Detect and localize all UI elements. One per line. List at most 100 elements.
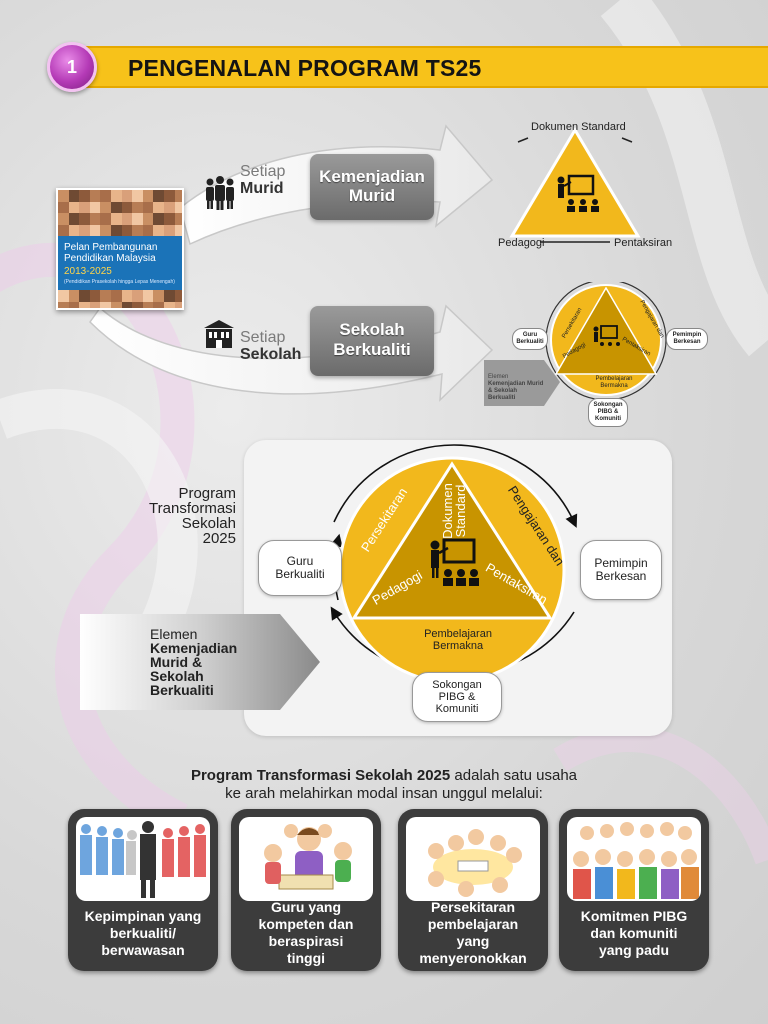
student-photo <box>79 224 90 236</box>
student-photo <box>121 290 133 302</box>
student-photo <box>58 201 69 213</box>
intro-paragraph: Program Transformasi Sekolah 2025 adalah… <box>190 767 578 802</box>
community-crowd-illustration <box>567 817 701 901</box>
student-photo <box>58 290 69 302</box>
student-photo <box>100 213 111 225</box>
student-photo <box>142 290 154 302</box>
header-bar: PENGENALAN PROGRAM TS25 <box>80 46 768 88</box>
section-number-badge: 1 <box>47 42 97 92</box>
small-triangle-diagram <box>509 127 641 243</box>
student-photo <box>163 224 175 236</box>
student-photo <box>79 213 90 225</box>
student-photo <box>163 201 175 213</box>
student-photo <box>89 201 101 213</box>
teacher-reading-illustration <box>239 817 373 901</box>
book-years: 2013-2025 <box>64 266 112 277</box>
student-photo <box>174 190 182 202</box>
lower-arrow <box>89 304 494 402</box>
student-photo <box>163 301 175 308</box>
students-group-icon <box>206 176 234 210</box>
dokumen-standard-label: Dokumen Standard <box>439 483 468 539</box>
student-photo <box>132 301 143 308</box>
student-photo <box>163 213 175 225</box>
student-photo <box>100 201 111 213</box>
student-photo <box>110 190 122 202</box>
student-photo <box>142 201 154 213</box>
student-photo <box>100 190 111 202</box>
student-photos-top <box>58 190 182 236</box>
small-tri-pentaksiran-label: Pentaksiran <box>614 237 673 249</box>
student-photo <box>121 190 133 202</box>
student-photo <box>174 290 182 302</box>
student-photo <box>58 224 69 236</box>
student-photo <box>100 290 111 302</box>
student-photo <box>132 213 143 225</box>
setiap-murid-label: Setiap Murid <box>240 163 286 197</box>
student-photo <box>153 190 164 202</box>
leaders-illustration <box>76 817 210 901</box>
page-title: PENGENALAN PROGRAM TS25 <box>128 55 482 81</box>
student-photo <box>142 190 154 202</box>
elemen-label: Elemen Kemenjadian Murid & Sekolah Berku… <box>150 626 238 698</box>
student-photo <box>68 190 80 202</box>
guru-berkualiti-bubble: Guru Berkualiti <box>258 540 342 596</box>
student-photo <box>153 301 164 308</box>
student-photo <box>58 301 69 308</box>
small-sokongan-bubble: Sokongan PIBG & Komuniti <box>588 398 628 427</box>
student-photo <box>68 290 80 302</box>
student-photo <box>89 301 101 308</box>
small-guru-bubble: Guru Berkualiti <box>512 328 548 350</box>
student-photo <box>89 190 101 202</box>
student-photo <box>110 201 122 213</box>
sokongan-pibg-bubble: Sokongan PIBG & Komuniti <box>412 672 502 722</box>
student-photo <box>100 224 111 236</box>
student-photo <box>110 213 122 225</box>
student-photo <box>79 301 90 308</box>
book-cover-ppp: Pelan Pembangunan Pendidikan Malaysia 20… <box>56 188 184 310</box>
student-photo <box>163 190 175 202</box>
student-photo <box>132 290 143 302</box>
student-photo <box>79 190 90 202</box>
student-photo <box>121 201 133 213</box>
school-building-icon <box>204 320 234 348</box>
student-photo <box>163 290 175 302</box>
program-ts25-label: Program Transformasi Sekolah 2025 <box>149 485 236 547</box>
student-photo <box>110 224 122 236</box>
student-photo <box>79 290 90 302</box>
student-photo <box>121 301 133 308</box>
student-photo <box>132 190 143 202</box>
student-photo <box>68 224 80 236</box>
setiap-sekolah-label: Setiap Sekolah <box>240 329 302 363</box>
student-photo <box>174 224 182 236</box>
pembelajaran-bermakna-label: Pembelajaran Bermakna <box>424 628 492 652</box>
student-photo <box>68 213 80 225</box>
student-photo <box>132 224 143 236</box>
kemenjadian-murid-box: Kemenjadian Murid <box>310 154 434 220</box>
student-photo <box>153 213 164 225</box>
pemimpin-berkesan-bubble: Pemimpin Berkesan <box>580 540 662 600</box>
student-photo <box>142 301 154 308</box>
student-photo <box>153 224 164 236</box>
small-pemimpin-bubble: Pemimpin Berkesan <box>666 328 708 350</box>
student-photo <box>79 201 90 213</box>
student-photo <box>174 301 182 308</box>
student-photo <box>174 213 182 225</box>
student-photo <box>174 201 182 213</box>
student-photo <box>121 213 133 225</box>
book-title: Pelan Pembangunan Pendidikan Malaysia <box>64 242 158 264</box>
student-photo <box>153 201 164 213</box>
student-photo <box>100 301 111 308</box>
elemen-arrow <box>80 614 320 710</box>
student-photo <box>89 224 101 236</box>
small-tri-pedagogi-label: Pedagogi <box>498 237 545 249</box>
book-subtitle: (Pendidikan Prasekolah hingga Lepas Mene… <box>64 279 175 285</box>
classroom-circle-illustration <box>406 817 540 901</box>
